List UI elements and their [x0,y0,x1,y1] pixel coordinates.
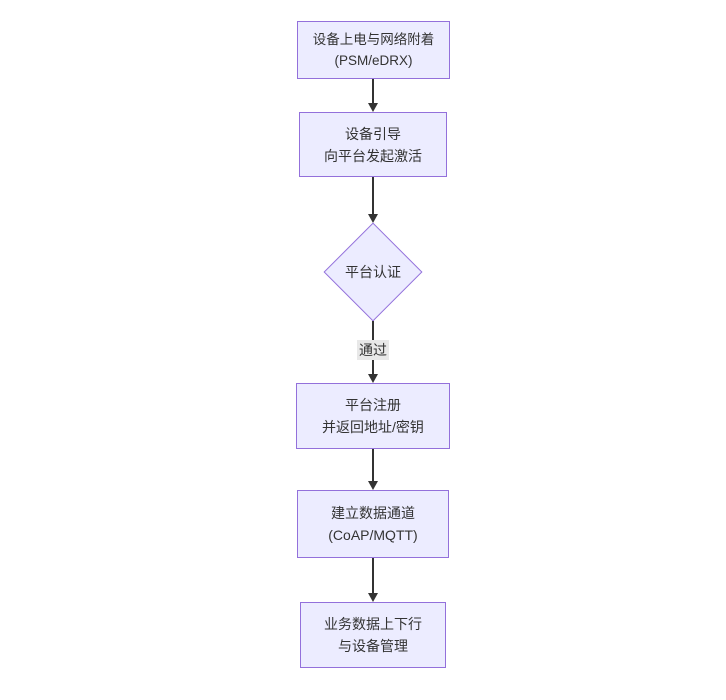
node-device-bootstrap: 设备引导 向平台发起激活 [299,112,447,177]
node-text-line: 与设备管理 [338,638,408,654]
node-text-line: (CoAP/MQTT) [328,527,418,543]
node-platform-auth-label: 平台认证 [345,264,401,280]
node-data-channel: 建立数据通道 (CoAP/MQTT) [297,490,449,558]
edge-power-to-bootstrap [372,79,374,103]
arrowhead-icon [368,593,378,602]
node-text-line: 向平台发起激活 [324,147,422,164]
node-text-line: 设备上电与网络附着 [312,32,435,47]
edge-label-pass: 通过 [357,340,389,360]
arrowhead-icon [368,481,378,490]
node-text-line: 设备引导 [345,125,401,142]
node-text-line: 并返回地址/密钥 [322,419,424,435]
node-text-line: 业务数据上下行 [324,616,422,632]
arrowhead-icon [368,214,378,223]
edge-channel-to-business [372,558,374,593]
node-platform-register: 平台注册 并返回地址/密钥 [296,383,450,449]
node-business-data: 业务数据上下行 与设备管理 [300,602,446,668]
node-device-power-attach: 设备上电与网络附着 (PSM/eDRX) [297,21,450,79]
edge-bootstrap-to-auth [372,177,374,214]
arrowhead-icon [368,103,378,112]
edge-register-to-channel [372,449,374,481]
arrowhead-icon [368,374,378,383]
node-text-line: (PSM/eDRX) [334,53,413,68]
node-text-line: 建立数据通道 [331,505,415,521]
node-text-line: 平台注册 [345,397,401,413]
